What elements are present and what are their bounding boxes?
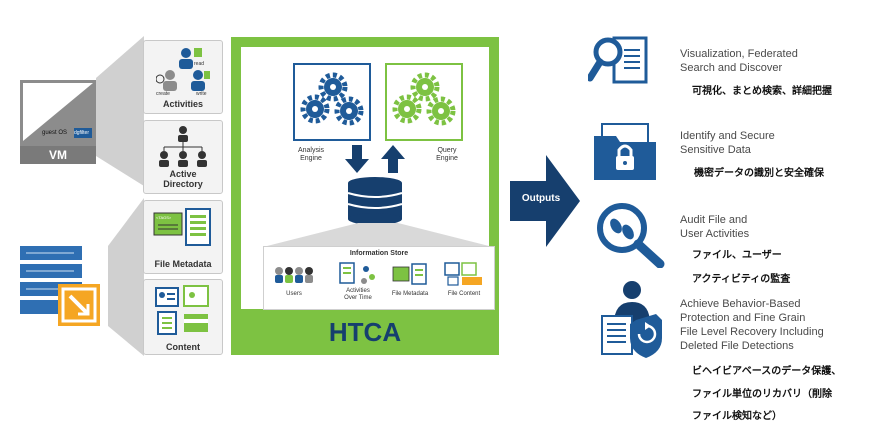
activities-label: Activities	[162, 99, 204, 109]
output-3-jp-1: ファイル、ユーザー	[692, 250, 782, 261]
outputs-arrow	[510, 155, 580, 247]
analysis-engine-label-1: Analysis	[297, 147, 325, 154]
vm-guest-os: guest OS	[42, 130, 68, 136]
content-label: Content	[166, 342, 200, 352]
query-engine-icon	[385, 63, 463, 141]
database-icon	[347, 177, 403, 225]
locked-folder-icon	[594, 123, 656, 180]
activities-write: write	[196, 91, 207, 97]
audit-footprint-icon	[597, 203, 665, 268]
active-directory-label-2: Directory	[163, 179, 203, 189]
output-4-line-1: Achieve Behavior-Based	[680, 298, 801, 310]
output-4-jp-2: ファイル単位のリカバリ（削除	[692, 389, 832, 400]
vm-icon: guest OS dgfilter VM	[20, 80, 96, 164]
org-chart-icon	[159, 126, 207, 167]
active-directory-card: Active Directory	[143, 120, 223, 194]
output-2-line-2: Sensitive Data	[680, 144, 751, 156]
output-1-jp: 可視化、まとめ検索、詳細把握	[692, 86, 832, 97]
output-4-line-2: Protection and Fine Grain	[680, 312, 806, 324]
content-card: Content	[143, 279, 223, 355]
search-document-icon	[588, 36, 648, 84]
storage-icon	[18, 244, 102, 328]
file-metadata-label: File Metadata	[154, 259, 212, 269]
output-3-line-2: User Activities	[680, 228, 750, 240]
information-store: Information Store	[263, 246, 495, 310]
store-funnel	[263, 223, 493, 247]
activities-card: read create write Activities	[143, 40, 223, 114]
analysis-engine-icon	[293, 63, 371, 141]
output-2-jp: 機密データの識別と安全確保	[694, 168, 824, 179]
output-4-jp-1: ビヘイビアベースのデータ保護、	[692, 366, 842, 377]
query-engine-label-2: Engine	[436, 155, 458, 162]
htca-panel: Analysis Engine Query Engine Information…	[231, 37, 499, 355]
vm-dgfilter: dgfilter	[74, 130, 90, 136]
activities-create: create	[156, 91, 170, 97]
store-file-metadata-label: File Metadata	[391, 291, 429, 297]
outputs-label: Outputs	[521, 193, 561, 204]
information-store-title: Information Store	[349, 250, 409, 257]
output-2-line-1: Identify and Secure	[680, 130, 775, 142]
store-activities-label-1: Activities	[346, 288, 370, 294]
output-3-jp-2: アクティビティの監査	[692, 274, 791, 285]
protection-recovery-icon	[601, 281, 662, 358]
output-3-line-1: Audit File and	[680, 214, 748, 226]
activities-over-time-icon	[339, 262, 375, 284]
vm-label: VM	[49, 148, 67, 162]
file-content-icon	[444, 262, 482, 286]
store-activities-label-2: Over Time	[344, 295, 372, 301]
up-arrow-icon	[381, 145, 405, 173]
analysis-engine-label-2: Engine	[300, 155, 322, 162]
output-1-line-1: Visualization, Federated	[680, 48, 798, 60]
htca-inner: Analysis Engine Query Engine Information…	[241, 47, 495, 310]
file-metadata-card: <TAGS> File Metadata	[143, 200, 223, 274]
file-metadata-icon	[153, 208, 211, 246]
query-engine-label-1: Query	[437, 147, 457, 154]
users-icon	[275, 267, 313, 283]
file-metadata-tag: <TAGS>	[156, 215, 172, 220]
output-4-line-4: Deleted File Detections	[680, 340, 794, 352]
output-4-line-3: File Level Recovery Including	[680, 326, 824, 338]
store-file-metadata-icon	[392, 263, 427, 285]
active-directory-label-1: Active	[169, 169, 197, 179]
output-4-jp-3: ファイル検知など）	[692, 411, 782, 422]
store-file-content-label: File Content	[447, 291, 481, 297]
output-1-line-2: Search and Discover	[680, 62, 783, 74]
connector-shapes	[96, 36, 144, 356]
down-arrow-icon	[345, 145, 369, 173]
htca-title: HTCA	[328, 317, 402, 347]
activities-read: read	[194, 61, 205, 67]
content-icon	[155, 285, 209, 335]
store-users-label: Users	[286, 291, 302, 297]
